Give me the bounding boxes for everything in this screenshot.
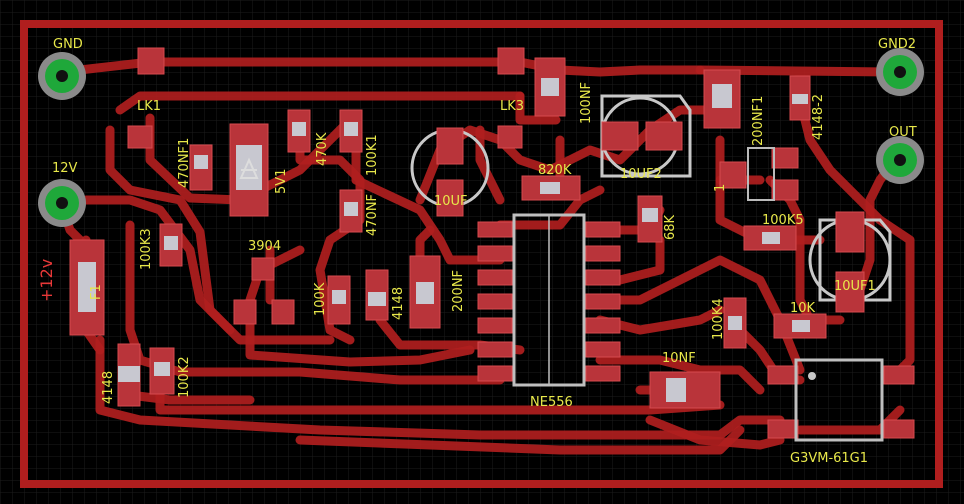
label-820k: 820K — [538, 163, 572, 178]
label-100k4: 100K4 — [711, 298, 726, 340]
capacitor-10uf2 — [600, 94, 692, 178]
testpoint-gnd[interactable] — [38, 52, 86, 100]
label-470nf: 470NF — [365, 194, 380, 236]
label-470nf1: 470NF1 — [177, 138, 192, 188]
testpoint-12v[interactable] — [38, 179, 86, 227]
label-68k: 68K — [663, 214, 678, 240]
label-10uf: 10UF — [434, 194, 468, 209]
label-12v: 12V — [52, 161, 78, 176]
label-10uf2: 10UF2 — [620, 167, 662, 182]
capacitor-10uf — [410, 127, 490, 217]
label-gnd2: GND2 — [878, 37, 916, 52]
label-lk1: LK1 — [137, 99, 161, 114]
testpoint-gnd2[interactable] — [876, 48, 924, 96]
board-outline-trace — [20, 20, 943, 488]
testpoint-out[interactable] — [876, 136, 924, 184]
label-out: OUT — [889, 125, 917, 140]
label-470k: 470K — [315, 132, 330, 166]
label-ne556: NE556 — [530, 395, 573, 410]
capacitor-10uf1 — [808, 211, 892, 313]
label-10k: 10K — [790, 301, 816, 316]
label-plus12v: +12v — [37, 259, 56, 302]
label-100nf: 100NF — [579, 82, 594, 124]
label-1: 1 — [713, 184, 728, 192]
label-200nf1: 200NF1 — [751, 96, 766, 146]
label-100k5: 100K5 — [762, 213, 804, 228]
relay-g3vm — [767, 358, 915, 442]
label-4148-2: 4148-2 — [811, 94, 826, 140]
label-f1: F1 — [89, 284, 104, 300]
label-100k2: 100K2 — [177, 356, 192, 398]
ic-ne556 — [477, 213, 621, 387]
label-5v1: 5V1 — [274, 169, 289, 194]
label-4148: 4148 — [391, 287, 406, 320]
label-200nf: 200NF — [451, 270, 466, 312]
label-10uf1: 10UF1 — [834, 279, 876, 294]
label-gnd: GND — [53, 37, 83, 52]
pads — [69, 47, 827, 409]
label-100k: 100K — [313, 282, 328, 316]
label-10nf: 10NF — [662, 351, 696, 366]
label-100k3: 100K3 — [139, 228, 154, 270]
label-g3vm-61g1: G3VM-61G1 — [790, 451, 868, 466]
label-lk3: LK3 — [500, 99, 524, 114]
label-100k1: 100K1 — [365, 134, 380, 176]
label-4148-b: 4148 — [101, 371, 116, 404]
label-3904: 3904 — [248, 239, 281, 254]
